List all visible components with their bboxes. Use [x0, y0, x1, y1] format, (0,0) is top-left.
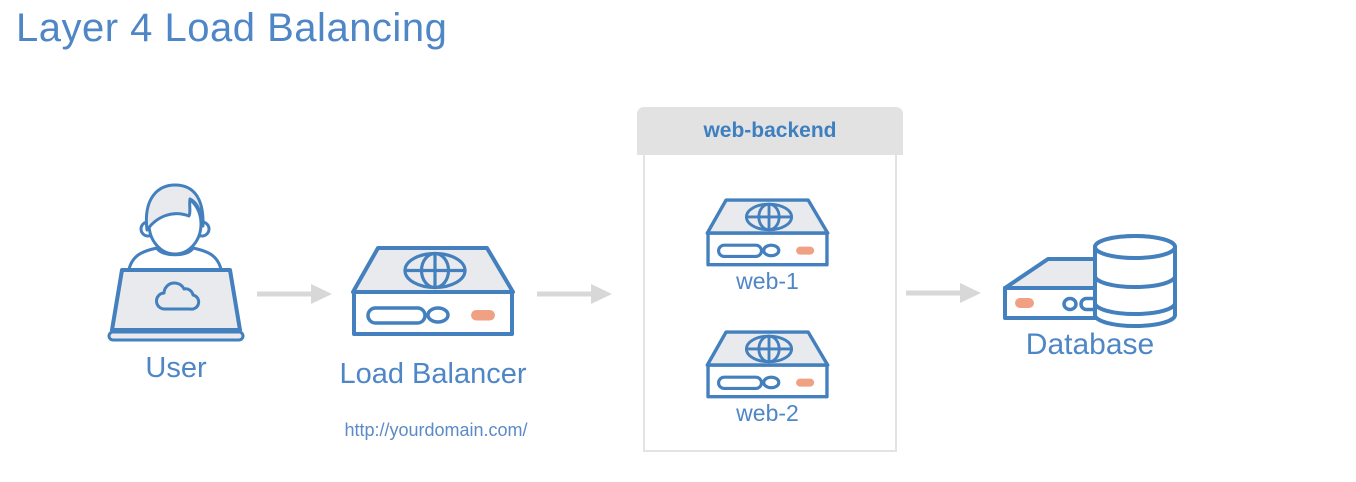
user-label: User [145, 352, 207, 384]
arrow-right-icon [537, 284, 612, 304]
web-1-label: web-1 [736, 268, 799, 294]
backend-group-header: web-backend [637, 107, 903, 155]
web-server-icon [705, 330, 830, 399]
load-balancer-server-icon [351, 246, 515, 336]
database-label: Database [1025, 328, 1155, 361]
arrow-right-icon [906, 283, 981, 303]
web-server-icon [705, 198, 830, 267]
load-balancer-url: http://yourdomain.com/ [344, 420, 528, 440]
user-laptop-icon [107, 183, 245, 342]
load-balancer-label: Load Balancer [339, 358, 527, 390]
backend-group-label: web-backend [703, 119, 837, 142]
database-icon [1003, 234, 1177, 328]
web-2-label: web-2 [736, 400, 799, 426]
arrow-right-icon [257, 284, 332, 304]
page-title: Layer 4 Load Balancing [16, 6, 448, 50]
